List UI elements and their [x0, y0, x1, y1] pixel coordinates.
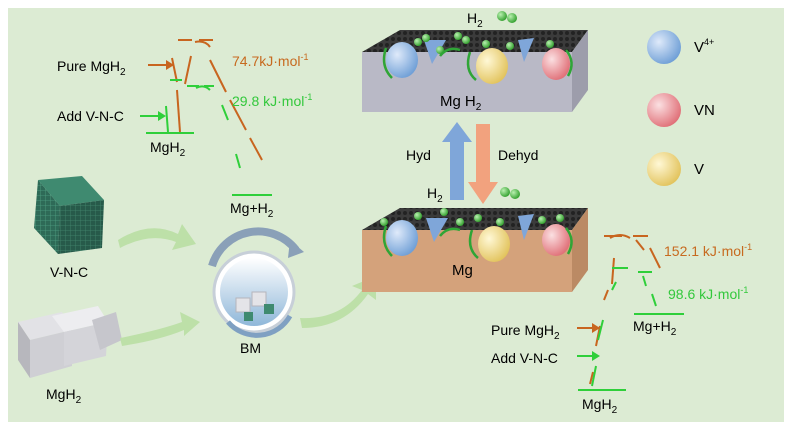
ball-mill — [208, 227, 304, 338]
mgh2-label: MgH2 — [46, 386, 82, 406]
bm-label: BM — [240, 340, 261, 356]
end-state-label: Mg+H2 — [230, 200, 274, 220]
top-h2-label: H2 — [467, 10, 483, 30]
addvnc-label-br: Add V-N-C — [491, 350, 558, 366]
hyd-arrow — [442, 122, 472, 200]
bottom-right-energy-profile: Pure MgH2 Add V-N-C 152.1 kJ·mol-1 98.6 … — [491, 234, 752, 416]
dehyd-label: Dehyd — [498, 147, 538, 163]
svg-text:V4+: V4+ — [694, 37, 714, 56]
svg-text:VN: VN — [694, 102, 715, 119]
top-slab — [362, 30, 588, 112]
addvnc-arrow — [140, 111, 166, 121]
addvnc-label: Add V-N-C — [57, 108, 124, 124]
legend-item-v4: V4+ — [647, 30, 714, 64]
orange-path — [171, 39, 263, 161]
mid-h2-label: H2 — [427, 185, 443, 205]
vn-sphere-bottom — [542, 224, 570, 256]
green-energy-label: 29.8 kJ·mol-1 — [232, 92, 312, 109]
green-energy-label-br: 98.6 kJ·mol-1 — [668, 285, 748, 302]
hyd-label: Hyd — [406, 147, 431, 163]
v-sphere-top — [476, 48, 508, 84]
vn-sphere-top — [542, 48, 570, 80]
dehyd-arrow — [468, 124, 498, 204]
addvnc-arrow-br — [577, 351, 600, 361]
legend-item-vn: VN — [647, 93, 715, 127]
mgh2-blocks — [18, 306, 122, 378]
end-state-label-br: Mg+H2 — [633, 318, 677, 338]
v4-sphere-bottom — [386, 220, 418, 256]
green-path — [165, 79, 272, 196]
pure-arrow — [148, 60, 174, 70]
svg-text:V: V — [694, 161, 704, 178]
orange-path-br — [589, 234, 661, 385]
orange-energy-label: 74.7kJ·mol-1 — [232, 52, 308, 69]
bottom-slab-label: Mg — [452, 262, 473, 279]
pure-label: Pure MgH2 — [57, 58, 126, 78]
top-left-energy-profile: Pure MgH2 Add V-N-C 74.7kJ·mol-1 29.8 kJ… — [57, 39, 312, 220]
pure-label-br: Pure MgH2 — [491, 322, 560, 342]
start-state-label: MgH2 — [150, 139, 186, 159]
bottom-slab — [362, 208, 588, 292]
orange-energy-label-br: 152.1 kJ·mol-1 — [664, 242, 752, 259]
vnc-cube — [34, 176, 104, 254]
legend: V4+ VN V — [647, 30, 715, 186]
released-h2 — [497, 11, 517, 23]
vnc-label: V-N-C — [50, 264, 88, 280]
pure-arrow-br — [577, 323, 600, 333]
absorbed-h2 — [500, 187, 520, 199]
v4-sphere-top — [386, 42, 418, 78]
start-state-label-br: MgH2 — [582, 396, 618, 416]
v-sphere-bottom — [478, 226, 510, 262]
green-path-br — [578, 267, 684, 391]
legend-item-v: V — [647, 152, 704, 186]
